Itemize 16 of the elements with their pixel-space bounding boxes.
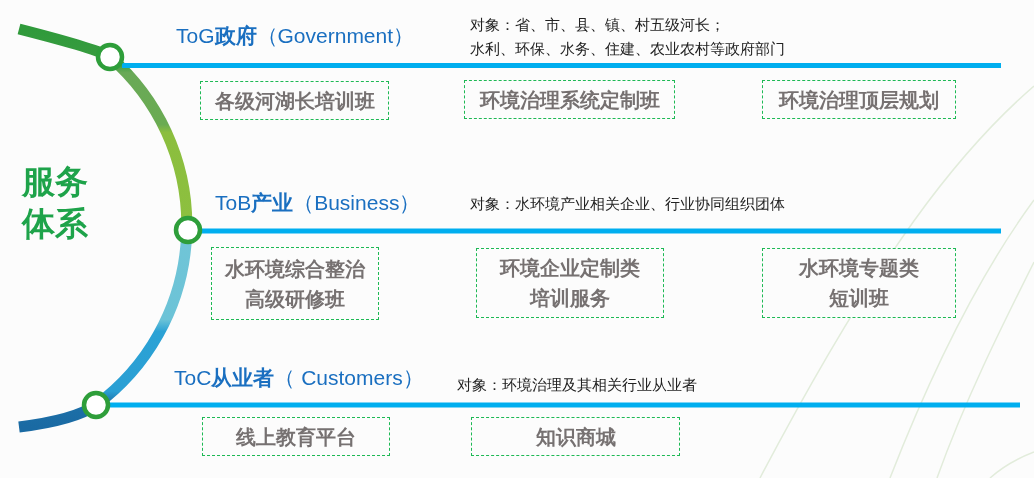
audience-note: 对象：水环境产业相关企业、行业协同组织团体 [470,194,785,214]
service-box: 水环境专题类短训班 [762,248,956,318]
audience-note: 对象：省、市、县、镇、村五级河长； [470,15,725,35]
service-box: 线上教育平台 [202,417,390,456]
service-box: 水环境综合整治高级研修班 [211,247,379,320]
diagram-title: 服务体系 [22,162,89,244]
service-box: 环境治理系统定制班 [464,80,675,119]
audience-note: 对象：环境治理及其相关行业从业者 [457,375,697,395]
service-box: 各级河湖长培训班 [200,81,389,120]
service-box: 环境治理顶层规划 [762,80,956,119]
tier-heading: ToC从业者（ Customers） [174,365,424,391]
service-box: 知识商城 [471,417,680,456]
audience-note: 水利、环保、水务、住建、农业农村等政府部门 [470,39,785,59]
tier-heading: ToG政府（Government） [176,23,415,49]
tier-heading: ToB产业（Business） [215,190,421,216]
service-box: 环境企业定制类培训服务 [476,248,664,318]
